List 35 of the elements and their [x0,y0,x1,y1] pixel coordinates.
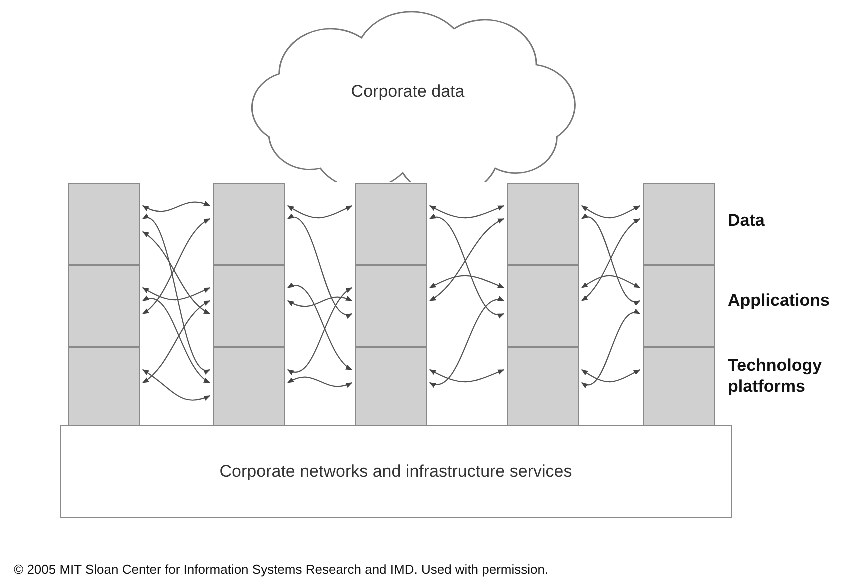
arrow [142,370,211,401]
layer-label: Applications [728,290,832,311]
layer-box [213,183,285,265]
layer-box [507,265,579,347]
arrow [581,275,641,288]
layer-box [643,265,715,347]
arrow [142,216,211,372]
layer-box [507,183,579,265]
arrow [581,370,641,383]
box-label: Corporate networks and infrastructure services [220,462,572,482]
cloud-label: Corporate data [351,82,465,102]
arrow [429,218,505,302]
arrow [429,298,505,387]
arrow [287,206,353,219]
arrow [287,296,353,308]
layer-label: Technology platforms [728,355,824,397]
arrow [429,206,505,219]
arrow [429,370,505,383]
infrastructure-box [60,425,732,518]
layer-label: Data [728,210,766,231]
arrow [142,288,211,301]
arrow [581,206,641,219]
layer-box [213,265,285,347]
arrow [581,310,641,388]
arrow [287,215,353,318]
layer-box [355,265,427,347]
caption: © 2005 MIT Sloan Center for Information Systems Research and IMD. Used with permission. [14,562,549,577]
layer-box [643,183,715,265]
layer-box [68,183,140,265]
arrow [429,275,505,288]
layer-box [68,265,140,347]
arrow [429,215,505,318]
arrow [287,376,353,388]
layer-box [355,183,427,265]
arrow [142,201,211,212]
